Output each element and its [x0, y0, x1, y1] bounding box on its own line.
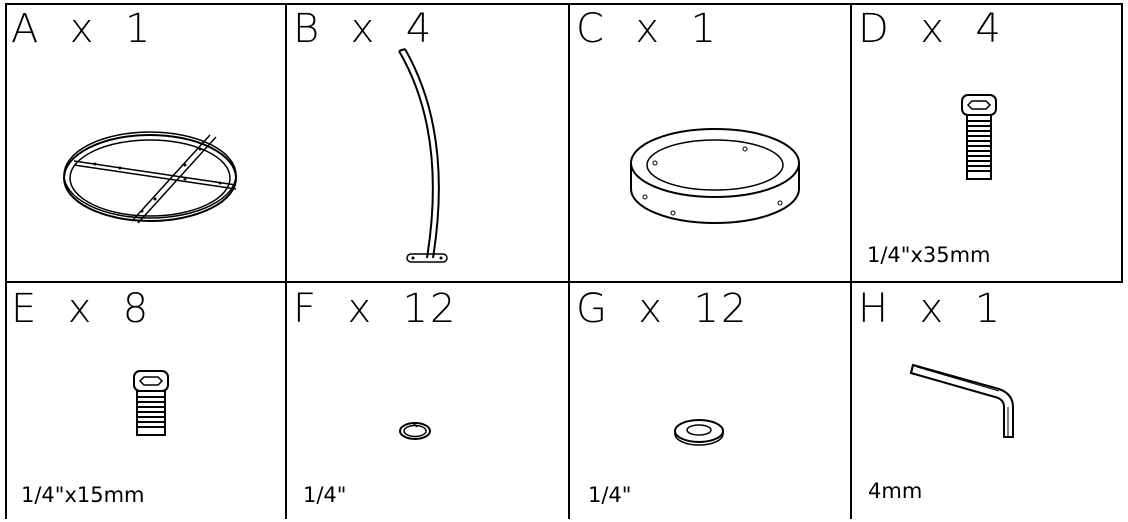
part-f-quantity: F x 12 [293, 286, 458, 332]
part-h-size: 4mm [868, 479, 923, 503]
part-a-quantity: A x 1 [11, 6, 153, 52]
part-cell-d: D x 4 1/4"x35mm [852, 3, 1121, 281]
part-b-quantity: B x 4 [293, 6, 434, 52]
part-e-size: 1/4"x15mm [21, 483, 145, 507]
grid-line-middle [5, 281, 1123, 283]
part-d-size: 1/4"x35mm [867, 243, 991, 267]
part-f-size: 1/4" [303, 483, 347, 507]
hex-key-icon [909, 363, 1014, 438]
part-g-size: 1/4" [588, 483, 632, 507]
grid-line-2 [568, 3, 570, 519]
part-cell-b: B x 4 [287, 3, 568, 281]
grid-line-3 [850, 3, 852, 519]
part-d-quantity: D x 4 [858, 6, 1003, 52]
part-g-quantity: G x 12 [576, 286, 749, 332]
split-washer-icon [399, 422, 431, 440]
grid-line-right [1121, 3, 1123, 281]
ring-icon [630, 128, 800, 224]
grid-line-1 [285, 3, 287, 519]
part-cell-a: A x 1 [5, 3, 285, 281]
part-cell-e: E x 8 1/4"x15mm [5, 283, 285, 519]
curved-leg-icon [398, 48, 448, 263]
part-c-quantity: C x 1 [576, 6, 718, 52]
grid-line-top [5, 3, 1123, 5]
part-h-quantity: H x 1 [858, 286, 1003, 332]
grid-line-left [5, 3, 7, 519]
part-e-quantity: E x 8 [11, 286, 151, 332]
part-cell-g: G x 12 1/4" [570, 283, 850, 519]
part-cell-h: H x 1 4mm [852, 283, 1121, 519]
short-bolt-icon [133, 370, 169, 436]
long-bolt-icon [961, 94, 997, 180]
flat-washer-icon [674, 419, 724, 446]
part-cell-f: F x 12 1/4" [287, 283, 568, 519]
round-frame-icon [63, 131, 237, 224]
part-cell-c: C x 1 [570, 3, 850, 281]
parts-grid: A x 1 B x 4 C x 1 [5, 3, 1123, 519]
